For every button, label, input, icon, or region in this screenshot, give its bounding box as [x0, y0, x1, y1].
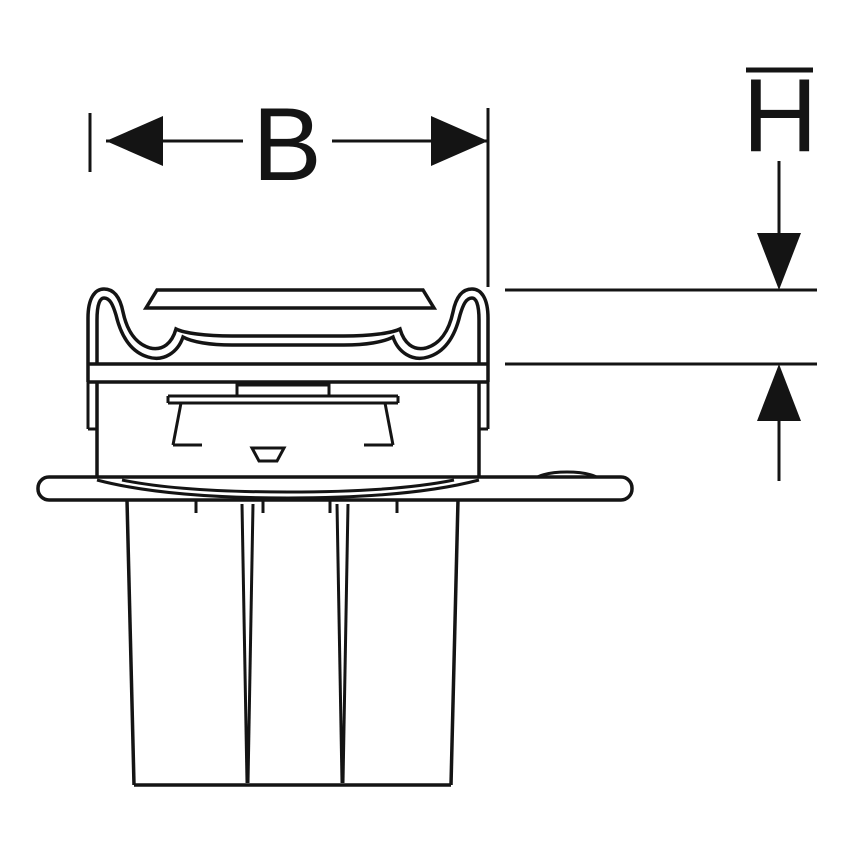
b-label: B — [252, 87, 321, 203]
funnel-center-boss — [235, 383, 331, 396]
b-arrow-right-icon — [431, 116, 488, 166]
pipe-wall-left — [125, 499, 136, 786]
cover-plate — [142, 288, 438, 310]
drain-assembly — [36, 287, 634, 787]
dimension-h: H — [505, 58, 818, 481]
clamp-inner-contour — [95, 296, 481, 364]
h-arrow-up-icon — [757, 364, 801, 421]
h-arrow-down-icon — [757, 233, 801, 290]
flange-bowl-arc-outer — [96, 478, 480, 500]
pipe-fold-line-2 — [246, 503, 255, 784]
mounting-flange — [36, 470, 634, 513]
clamping-flange-profile — [86, 287, 490, 364]
drain-body — [86, 362, 490, 478]
clamp-outer-contour — [86, 287, 490, 364]
center-outlet — [249, 446, 287, 463]
outlet-pipe — [125, 499, 460, 787]
b-arrow-left-icon — [106, 116, 163, 166]
pipe-fold-line-1 — [240, 503, 249, 784]
inner-funnel — [166, 383, 400, 463]
funnel-slant-right — [383, 402, 395, 446]
pipe-fold-line-4 — [341, 503, 350, 784]
dimension-b: B — [88, 87, 490, 287]
funnel-slant-left — [171, 402, 183, 446]
h-label: H — [742, 58, 817, 174]
flange-bowl-arc-inner — [121, 478, 455, 494]
pipe-wall-right — [449, 499, 460, 786]
pipe-fold-line-3 — [335, 503, 344, 784]
